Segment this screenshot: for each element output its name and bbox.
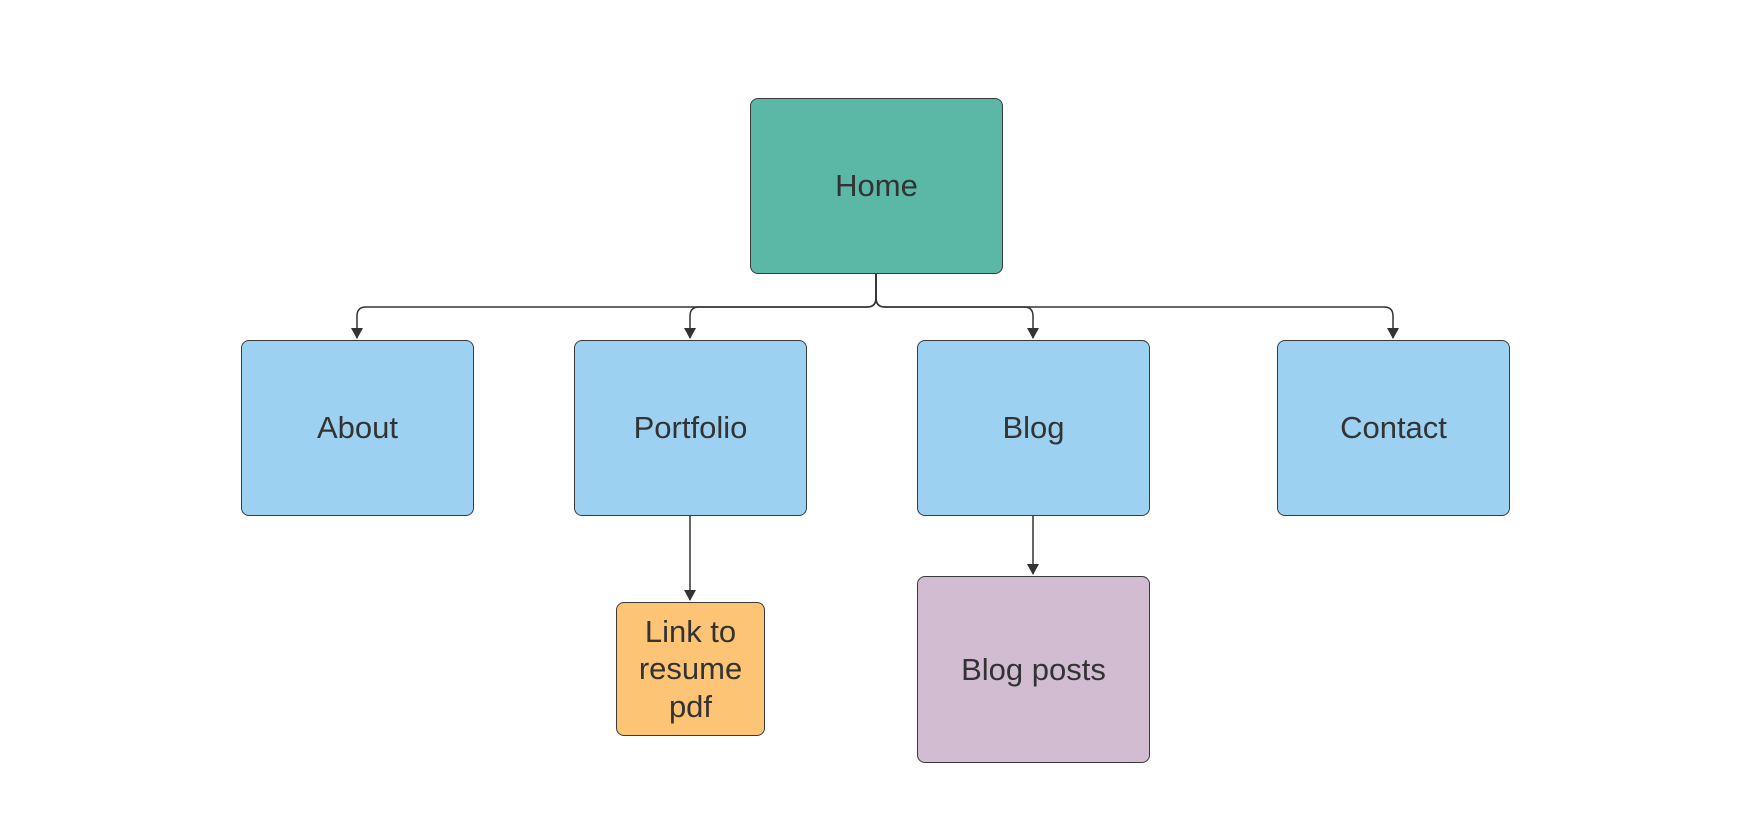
connector-home-portfolio (684, 274, 877, 339)
node-home-label: Home (835, 168, 918, 204)
node-resume-link-label: Link to resume pdf (638, 614, 743, 724)
connector-home-about (351, 274, 877, 339)
node-blog: Blog (917, 340, 1150, 516)
node-blog-posts: Blog posts (917, 576, 1150, 763)
node-contact-label: Contact (1340, 410, 1447, 446)
node-about: About (241, 340, 474, 516)
node-home: Home (750, 98, 1003, 274)
connector-home-contact (875, 274, 1399, 339)
node-contact: Contact (1277, 340, 1510, 516)
connector-home-blog (875, 274, 1039, 339)
node-resume-link: Link to resume pdf (616, 602, 765, 736)
node-blog-posts-label: Blog posts (961, 651, 1106, 687)
node-blog-label: Blog (1002, 410, 1065, 446)
node-portfolio-label: Portfolio (633, 410, 748, 446)
node-about-label: About (316, 410, 398, 446)
node-portfolio: Portfolio (574, 340, 807, 516)
